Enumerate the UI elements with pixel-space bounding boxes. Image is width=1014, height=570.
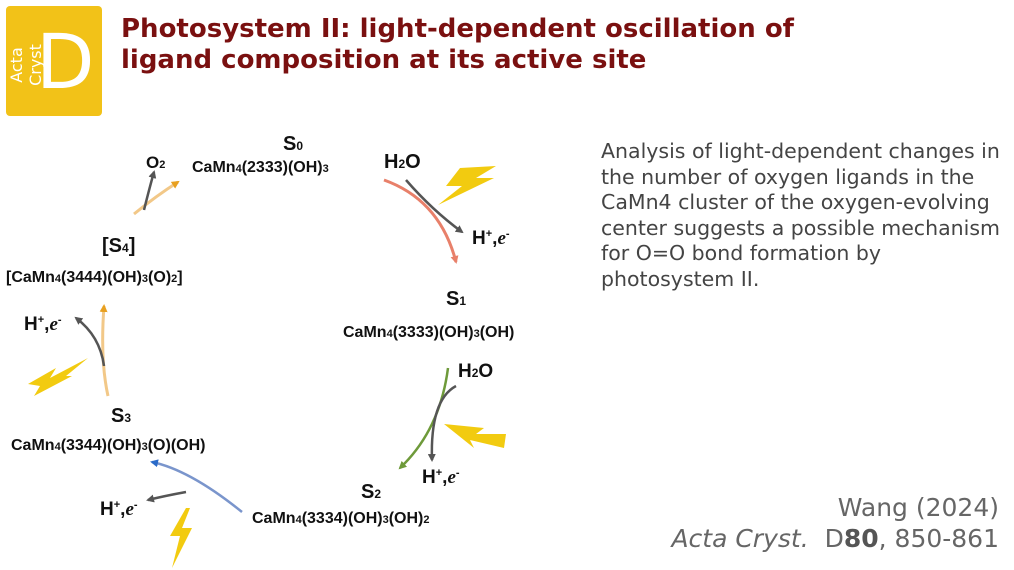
water-label-s0-s1: H2O <box>384 151 421 173</box>
light-flash-icon-s2-s3 <box>170 508 192 568</box>
proton-electron-label-s3-s4: H+,e- <box>24 314 62 335</box>
citation-volume: 80 <box>843 524 879 553</box>
arrow-s0-to-s1 <box>383 178 459 264</box>
s-state-cycle-diagram: S0 CaMn4(2333)(OH)3 S1 CaMn4(3333)(OH)3(… <box>6 133 514 568</box>
state-s1-label: S1 <box>446 288 466 310</box>
light-flash-icon-s3-s4 <box>28 358 88 396</box>
proton-electron-label-s2-s3: H+,e- <box>100 499 138 520</box>
arrow-s1-to-s2 <box>398 367 450 470</box>
citation-section: D <box>824 524 844 553</box>
citation-author-year: Wang (2024) <box>837 493 999 522</box>
arrow-s4-to-s0 <box>133 180 180 216</box>
arrow-proton-release-s2-s3 <box>146 490 187 503</box>
arrow-water-uptake-s1-s2 <box>427 384 457 462</box>
state-s4-formula: [CaMn4(3444)(OH)3(O)2] <box>6 269 183 286</box>
state-s3-label: S3 <box>111 405 131 427</box>
oxygen-label: O2 <box>146 153 165 172</box>
citation-reference: Acta Cryst. D80, 850-861 <box>671 523 999 554</box>
arrow-proton-release-s3-s4 <box>74 316 106 367</box>
arrow-oxygen-release <box>142 170 157 211</box>
citation-journal: Acta Cryst. <box>671 524 809 553</box>
arrow-s3-to-s4 <box>99 304 110 397</box>
journal-logo: Acta Cryst D <box>6 6 102 116</box>
state-s1-formula: CaMn4(3333)(OH)3(OH) <box>343 324 514 341</box>
arrow-water-uptake-s0-s1 <box>405 179 464 234</box>
state-s2-label: S2 <box>361 481 381 503</box>
page-title: Photosystem II: light-dependent oscillat… <box>121 14 794 75</box>
state-s0-label: S0 <box>283 133 303 155</box>
water-label-s1-s2: H2O <box>458 361 493 382</box>
proton-electron-label-s1-s2: H+,e- <box>422 467 460 488</box>
proton-electron-label-s0-s1: H+,e- <box>472 228 510 249</box>
state-s4-label: [S4] <box>102 235 135 257</box>
citation-pages: , 850-861 <box>878 524 999 553</box>
light-flash-icon-s0-s1 <box>438 166 496 205</box>
state-s2-formula: CaMn4(3334)(OH)3(OH)2 <box>252 510 430 527</box>
arrow-s2-to-s3 <box>150 459 243 513</box>
citation: Wang (2024) Acta Cryst. D80, 850-861 <box>671 492 999 554</box>
light-flash-icon-s1-s2 <box>444 424 506 448</box>
logo-section-letter: D <box>36 17 95 106</box>
state-s3-formula: CaMn4(3344)(OH)3(O)(OH) <box>11 437 205 454</box>
state-s0-formula: CaMn4(2333)(OH)3 <box>192 159 329 176</box>
summary-text: Analysis of light-dependent changes in t… <box>601 139 1000 291</box>
